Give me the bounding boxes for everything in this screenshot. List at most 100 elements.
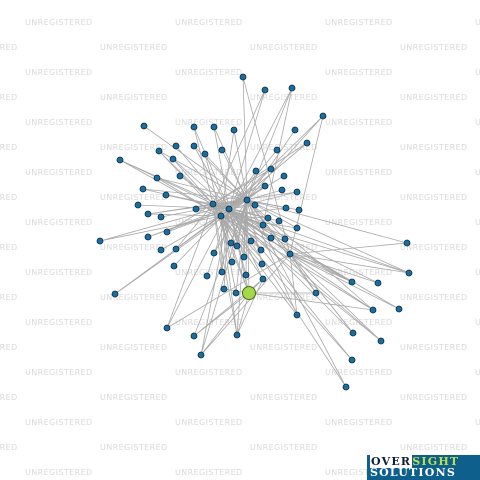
entity-node[interactable] <box>258 260 266 268</box>
entity-node[interactable] <box>264 214 272 222</box>
entity-node[interactable] <box>374 279 382 287</box>
entity-node[interactable] <box>239 73 247 81</box>
entity-node[interactable] <box>342 383 350 391</box>
entity-node[interactable] <box>240 253 248 261</box>
entity-node[interactable] <box>172 245 180 253</box>
entity-node[interactable] <box>312 289 320 297</box>
edge <box>119 159 230 210</box>
edge <box>289 253 374 311</box>
entity-node[interactable] <box>257 246 265 254</box>
entity-node[interactable] <box>286 250 294 258</box>
entity-node[interactable] <box>403 239 411 247</box>
entity-node[interactable] <box>291 126 299 134</box>
entity-node[interactable] <box>369 306 377 314</box>
entity-node[interactable] <box>273 146 281 154</box>
entity-node[interactable] <box>295 206 303 214</box>
entity-node[interactable] <box>348 278 356 286</box>
entity-node[interactable] <box>293 311 301 319</box>
entity-node[interactable] <box>217 212 225 220</box>
edge <box>289 253 298 316</box>
edge <box>245 199 248 276</box>
entity-node[interactable] <box>172 142 180 150</box>
entity-node[interactable] <box>251 201 259 209</box>
entity-node[interactable] <box>259 221 267 229</box>
entity-node[interactable] <box>144 210 152 218</box>
entity-node[interactable] <box>170 262 178 270</box>
entity-node[interactable] <box>247 237 255 245</box>
edge <box>228 87 293 210</box>
entity-node[interactable] <box>232 289 240 297</box>
edge <box>166 208 230 329</box>
entity-node[interactable] <box>210 123 218 131</box>
entity-node[interactable] <box>293 224 301 232</box>
entity-node[interactable] <box>190 123 198 131</box>
entity-node[interactable] <box>252 167 260 175</box>
entity-node[interactable] <box>228 258 236 266</box>
entity-node[interactable] <box>176 172 184 180</box>
entity-node[interactable] <box>233 242 241 250</box>
entity-node[interactable] <box>139 185 147 193</box>
entity-node[interactable] <box>377 337 385 345</box>
entity-node[interactable] <box>261 86 269 94</box>
entity-node[interactable] <box>209 200 217 208</box>
entity-node[interactable] <box>190 332 198 340</box>
entity-node[interactable] <box>278 186 286 194</box>
entity-node[interactable] <box>220 285 228 293</box>
entity-node[interactable] <box>227 239 235 247</box>
edge <box>246 115 324 201</box>
edge <box>289 253 379 284</box>
entity-node[interactable] <box>134 201 142 209</box>
entity-node[interactable] <box>280 172 288 180</box>
entity-node[interactable] <box>288 84 296 92</box>
entity-node[interactable] <box>267 165 275 173</box>
entity-node[interactable] <box>162 191 170 199</box>
edge <box>143 125 248 201</box>
entity-node[interactable] <box>153 174 161 182</box>
entity-node[interactable] <box>267 234 275 242</box>
entity-node[interactable] <box>243 196 251 204</box>
edge <box>246 199 408 244</box>
entity-node[interactable] <box>218 268 226 276</box>
entity-node[interactable] <box>348 356 356 364</box>
entity-node[interactable] <box>157 213 165 221</box>
entity-node[interactable] <box>210 249 218 257</box>
entity-node[interactable] <box>96 237 104 245</box>
entity-node[interactable] <box>203 272 211 280</box>
entity-node[interactable] <box>163 324 171 332</box>
entity-node[interactable] <box>282 204 290 212</box>
entity-node[interactable] <box>303 139 311 147</box>
focus-entity-node[interactable] <box>242 286 256 300</box>
entity-node[interactable] <box>242 271 250 279</box>
entity-node[interactable] <box>275 217 283 225</box>
entity-node[interactable] <box>395 305 403 313</box>
entity-node[interactable] <box>405 269 413 277</box>
edge <box>289 253 317 294</box>
entity-node[interactable] <box>201 150 209 158</box>
edge <box>212 203 353 361</box>
entity-node[interactable] <box>163 228 171 236</box>
entity-node[interactable] <box>281 235 289 243</box>
entity-node[interactable] <box>140 122 148 130</box>
edge <box>212 168 272 205</box>
entity-node[interactable] <box>225 205 233 213</box>
entity-node[interactable] <box>293 188 301 196</box>
entity-node[interactable] <box>144 233 152 241</box>
edge <box>204 153 248 201</box>
entity-node[interactable] <box>319 112 327 120</box>
entity-node[interactable] <box>111 290 119 298</box>
entity-node[interactable] <box>190 142 198 150</box>
entity-node[interactable] <box>230 126 238 134</box>
entity-node[interactable] <box>116 156 124 164</box>
entity-node[interactable] <box>233 331 241 339</box>
entity-node[interactable] <box>259 275 267 283</box>
edge <box>246 199 410 274</box>
entity-node[interactable] <box>155 147 163 155</box>
entity-node[interactable] <box>218 146 226 154</box>
entity-node[interactable] <box>157 246 165 254</box>
entity-node[interactable] <box>192 205 200 213</box>
entity-node[interactable] <box>169 155 177 163</box>
entity-node[interactable] <box>197 351 205 359</box>
entity-node[interactable] <box>261 182 269 190</box>
edge <box>160 199 248 218</box>
entity-node[interactable] <box>349 329 357 337</box>
